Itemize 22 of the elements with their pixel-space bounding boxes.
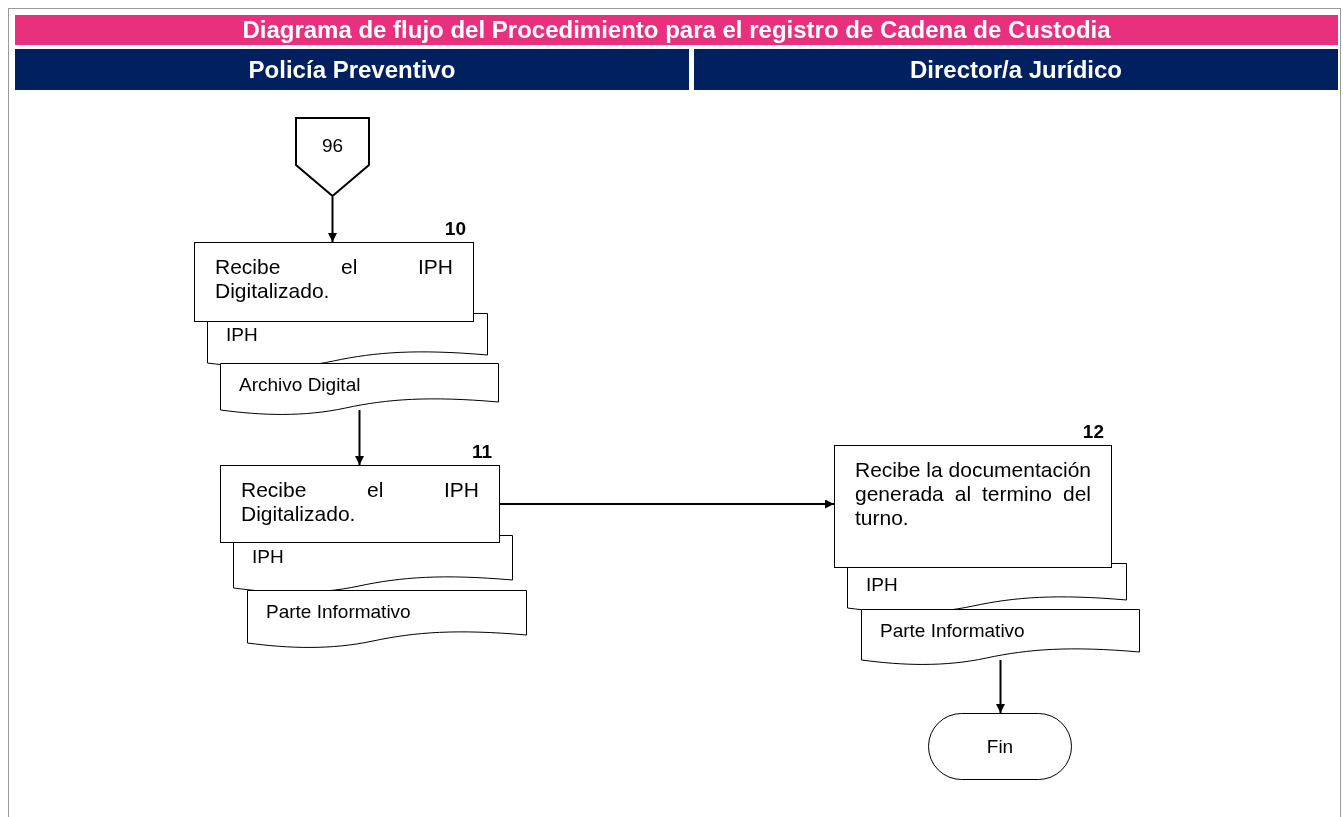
diagram-title: Diagrama de flujo del Procedimiento para el registro de Cadena de Custodia: [15, 15, 1338, 45]
document-label: IPH: [226, 323, 258, 347]
lane-header: Policía Preventivo: [15, 49, 689, 90]
step-number: 11: [471, 441, 492, 463]
step-number: 12: [1082, 421, 1104, 443]
connector-number: 96: [320, 135, 345, 157]
arrow: [996, 659, 1005, 714]
arrow: [499, 499, 835, 509]
arrow: [328, 196, 337, 243]
document-label: Archivo Digital: [239, 373, 361, 397]
lane-header: Director/a Jurídico: [694, 49, 1338, 90]
arrow: [355, 409, 364, 466]
process-box: [220, 465, 500, 543]
document-label: IPH: [866, 573, 898, 597]
document-label: IPH: [252, 545, 284, 569]
process-text: Recibe el IPH Digitalizado.: [241, 478, 479, 526]
document-label: Parte Informativo: [266, 600, 411, 624]
process-box: [194, 242, 474, 322]
process-text: Recibe el IPH Digitalizado.: [215, 255, 453, 303]
document-label: Parte Informativo: [880, 619, 1025, 643]
step-number: 10: [444, 218, 466, 240]
process-text: Recibe la documentación generada al termino del turno.: [855, 458, 1091, 530]
